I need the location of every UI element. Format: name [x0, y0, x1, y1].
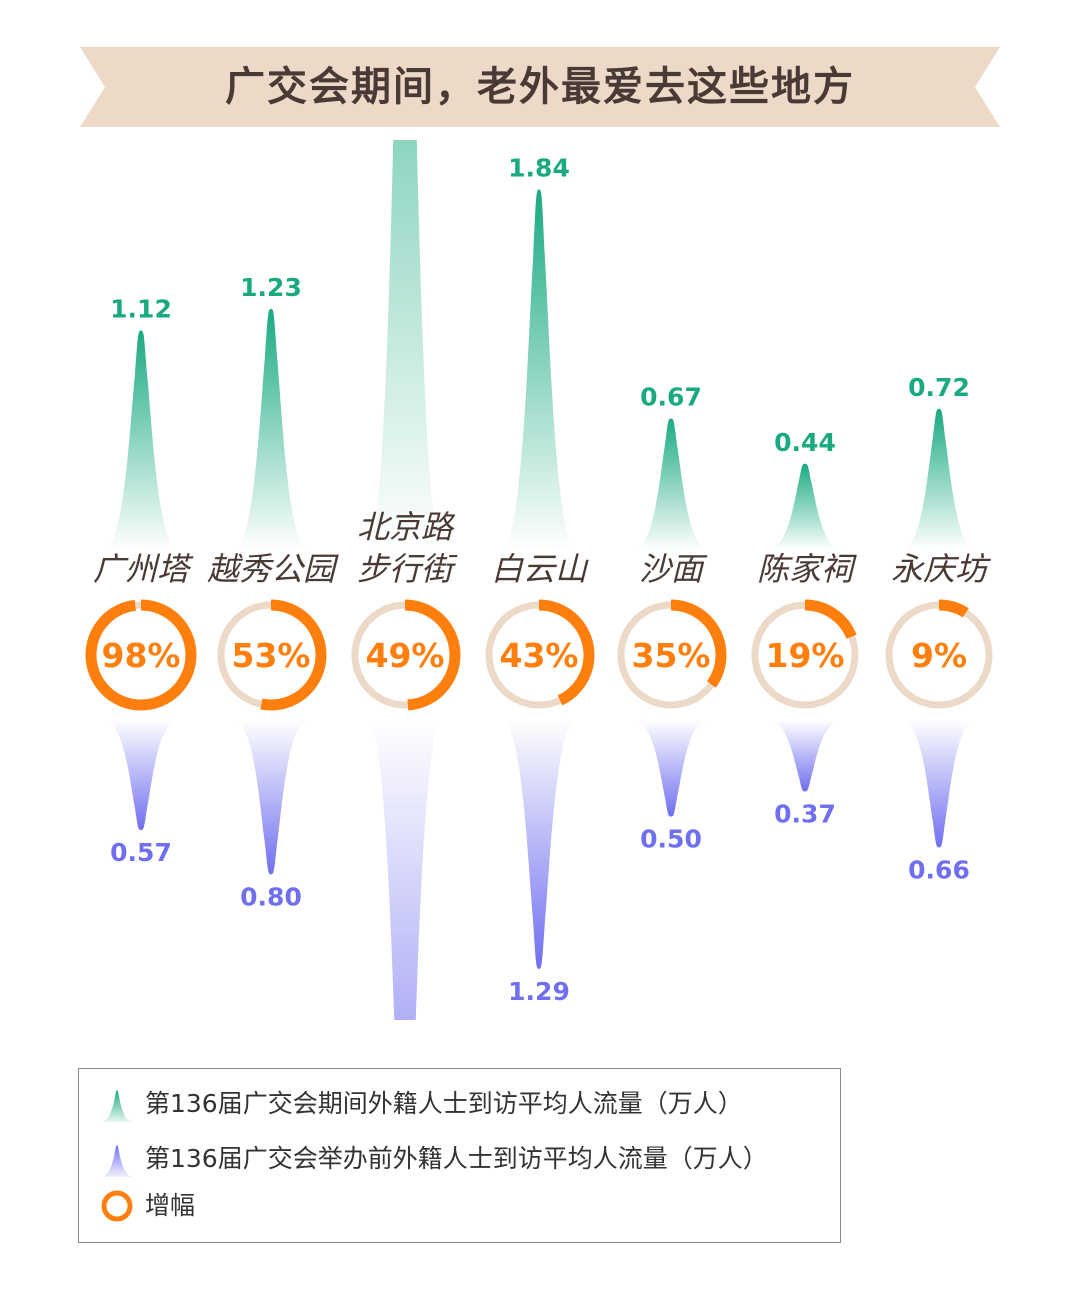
growth-label-5: 19%	[766, 636, 845, 675]
growth-label-0: 98%	[102, 636, 181, 675]
label-before-3: 1.29	[508, 977, 570, 1006]
place-name-2-line-0: 北京路	[357, 508, 456, 546]
growth-label-4: 35%	[632, 636, 711, 675]
peak-before-1	[233, 720, 309, 875]
peak-before-2	[367, 720, 443, 1020]
legend-label-before: 第136届广交会举办前外籍人士到访平均人流量（万人）	[145, 1144, 768, 1173]
label-before-5: 0.37	[774, 799, 836, 828]
legend-item-during: 第136届广交会期间外籍人士到访平均人流量（万人）	[79, 1084, 839, 1124]
blue-peak-icon	[99, 1145, 135, 1177]
peak-chart: 1.120.57广州塔98%1.230.80越秀公园53%4.222.83北京路…	[85, 140, 995, 1020]
label-before-6: 0.66	[908, 855, 970, 884]
label-before-4: 0.50	[640, 825, 702, 854]
growth-label-1: 53%	[232, 636, 311, 675]
label-during-6: 0.72	[908, 373, 970, 402]
label-before-0: 0.57	[110, 838, 172, 867]
place-name-1: 越秀公园	[207, 550, 339, 588]
legend: 第136届广交会期间外籍人士到访平均人流量（万人） 第136届广交会举办前外籍人…	[78, 1068, 841, 1243]
place-name-3: 白云山	[491, 550, 589, 588]
ring-progress-6	[883, 599, 995, 711]
peak-during-1	[233, 308, 309, 550]
banner-ribbon	[80, 47, 1000, 127]
peak-during-0	[103, 330, 179, 550]
ring-progress-4	[615, 599, 727, 711]
place-name-0: 广州塔	[93, 550, 194, 588]
peak-before-4	[633, 720, 709, 817]
place-name-2-line-1: 步行街	[357, 550, 458, 588]
title-banner: 广交会期间，老外最爱去这些地方	[80, 47, 1000, 127]
ring-progress-3	[483, 599, 595, 711]
ring-progress-1	[215, 599, 327, 711]
label-during-4: 0.67	[640, 383, 702, 412]
label-during-1: 1.23	[240, 273, 302, 302]
place-name-6: 永庆坊	[891, 550, 992, 588]
peak-during-4	[633, 418, 709, 550]
peak-during-2	[367, 140, 443, 550]
legend-label-growth: 增幅	[145, 1191, 196, 1220]
label-before-1: 0.80	[240, 882, 302, 911]
green-peak-icon	[99, 1090, 135, 1122]
peak-during-5	[767, 463, 843, 550]
peak-before-3	[501, 720, 577, 969]
legend-label-during: 第136届广交会期间外籍人士到访平均人流量（万人）	[145, 1089, 743, 1118]
label-during-0: 1.12	[110, 294, 172, 323]
ring-progress-0	[85, 599, 197, 711]
place-name-4: 沙面	[639, 550, 708, 588]
peak-during-3	[501, 189, 577, 551]
peak-before-5	[767, 720, 843, 792]
peak-before-0	[103, 720, 179, 831]
ring-progress-2	[349, 599, 461, 711]
legend-item-before: 第136届广交会举办前外籍人士到访平均人流量（万人）	[79, 1139, 839, 1179]
place-name-5: 陈家祠	[757, 550, 857, 588]
growth-label-3: 43%	[500, 636, 579, 675]
label-during-5: 0.44	[774, 428, 836, 457]
growth-label-6: 9%	[911, 636, 967, 675]
label-during-3: 1.84	[508, 153, 570, 182]
peak-during-6	[901, 408, 977, 550]
ring-icon	[101, 1190, 133, 1222]
growth-label-2: 49%	[366, 636, 445, 675]
peak-before-6	[901, 720, 977, 848]
legend-item-growth: 增幅	[79, 1186, 839, 1226]
chart-title: 广交会期间，老外最爱去这些地方	[225, 64, 855, 110]
ring-progress-5	[749, 599, 861, 711]
